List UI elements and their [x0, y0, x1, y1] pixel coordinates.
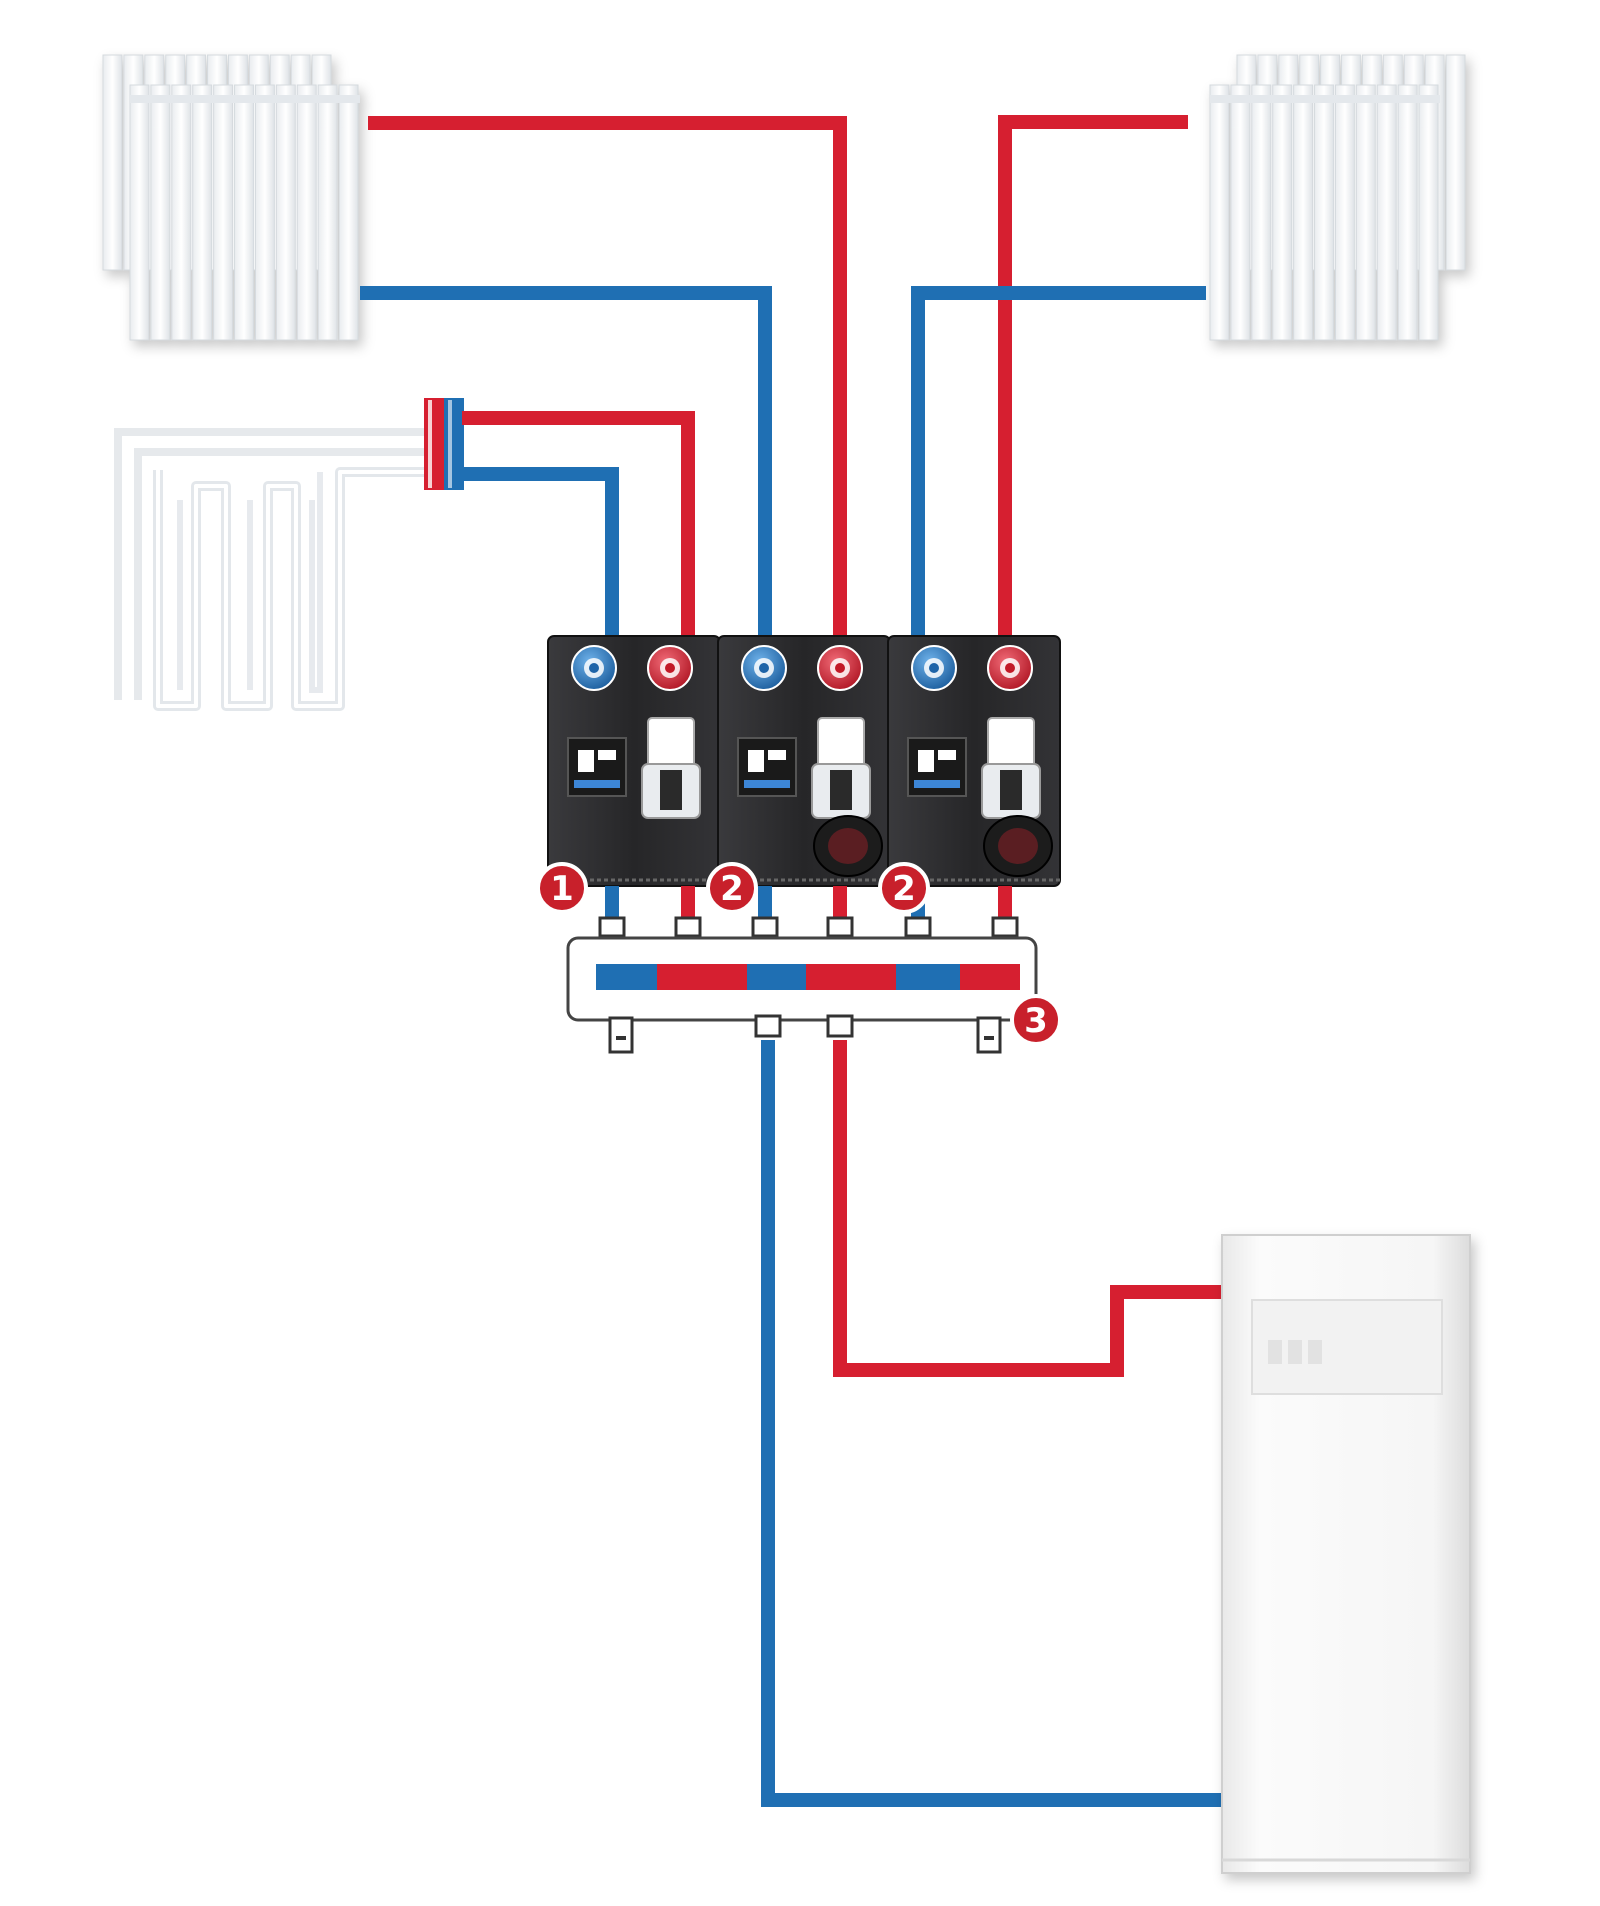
radiator-icon: [1209, 54, 1466, 341]
badge-3: 3: [1010, 994, 1062, 1046]
pipe-supply-radiator-left: [368, 116, 847, 650]
manifold: [566, 886, 1038, 1054]
pump-group-module-3: [887, 635, 1061, 887]
badge-number: 2: [720, 869, 744, 909]
pipe-supply-boiler: [833, 1040, 1225, 1377]
pipe-return-radiator-left: [360, 286, 772, 650]
supply-pipes: [368, 115, 1225, 1377]
badge-2b: 2: [878, 862, 930, 914]
pipe-return-radiator-right: [911, 286, 1206, 650]
pipe-return-boiler: [761, 1040, 1225, 1807]
number-badges: 1 2 2 3: [536, 862, 1062, 1046]
pipe-return-underfloor: [464, 467, 619, 650]
boiler: [1221, 1234, 1471, 1874]
badge-number: 3: [1024, 1001, 1048, 1041]
underfloor-connector: [424, 398, 464, 490]
boiler-icon: [1221, 1234, 1471, 1874]
radiator-right: [1209, 54, 1466, 341]
pump-group-module-1: [547, 635, 721, 887]
underfloor-loop: [114, 428, 430, 711]
pump-group-module-2: [717, 635, 891, 887]
radiator-icon: [102, 54, 360, 341]
badge-number: 1: [550, 869, 574, 909]
distribution-manifold-icon: [566, 886, 1038, 1054]
badge-2a: 2: [706, 862, 758, 914]
badge-number: 2: [892, 869, 916, 909]
badge-1: 1: [536, 862, 588, 914]
return-pipes: [360, 286, 1225, 1807]
pump-modules: [547, 635, 1061, 887]
pipe-supply-radiator-right: [998, 115, 1188, 650]
underfloor-heating-coil-icon: [114, 428, 430, 711]
pipe-supply-underfloor: [462, 411, 695, 650]
radiator-left: [102, 54, 360, 341]
